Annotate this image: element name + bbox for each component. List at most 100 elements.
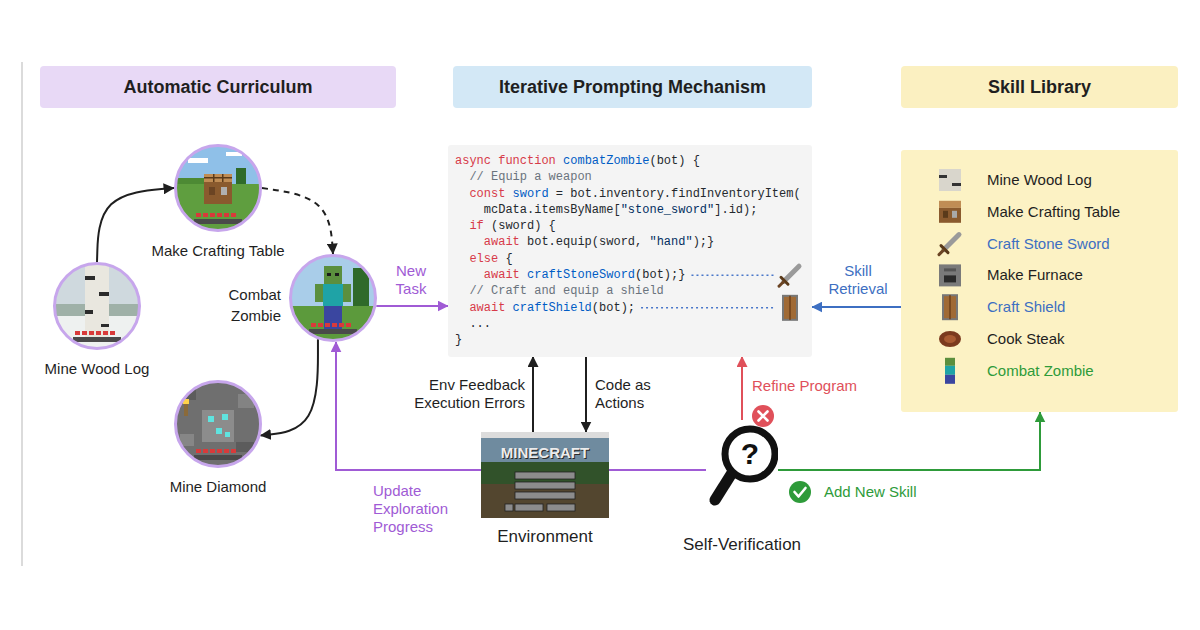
code-line: const sword = bot.inventory.findInventor… xyxy=(455,186,801,202)
torch-stick xyxy=(184,404,188,416)
menu-button xyxy=(515,504,543,511)
diamond-gem xyxy=(222,414,228,420)
zombie-head xyxy=(324,266,342,284)
code-line: // Craft and equip a shield xyxy=(455,283,664,299)
sword-handle xyxy=(939,251,943,255)
sword-blade xyxy=(944,235,959,250)
code-token: // Equip a weapon xyxy=(469,170,591,184)
code-line: ... xyxy=(455,316,491,332)
section-header: Automatic Curriculum xyxy=(40,66,396,108)
skill-name: Craft Stone Sword xyxy=(987,235,1110,253)
skill-name: Make Furnace xyxy=(987,266,1083,284)
component-label: Self-Verification xyxy=(662,535,822,555)
heart xyxy=(110,331,115,335)
question-mark: ? xyxy=(735,437,765,471)
code-token: async function xyxy=(455,154,556,168)
code-token: (bot) { xyxy=(649,154,699,168)
zombie-eye xyxy=(327,273,331,276)
task-circle: Mine Wood Log xyxy=(53,262,141,350)
flow-arrow xyxy=(812,306,901,308)
skill-icon xyxy=(939,264,961,286)
cloud xyxy=(188,158,208,163)
table-tool xyxy=(221,187,227,195)
heart xyxy=(231,449,236,453)
magnifier-glass xyxy=(725,429,775,479)
heart xyxy=(103,331,108,335)
skill-icon xyxy=(945,358,955,384)
stone xyxy=(174,380,262,468)
diamond-gem xyxy=(225,432,230,437)
hotbar xyxy=(73,337,121,342)
shield-icon xyxy=(949,295,951,319)
heart xyxy=(203,213,208,217)
heart xyxy=(311,323,316,327)
edge-label: Refine Program xyxy=(752,377,882,395)
birch-log xyxy=(85,262,109,342)
hotbar xyxy=(309,329,357,334)
code-token: craftStoneSword xyxy=(527,268,635,282)
section-title: Iterative Prompting Mechanism xyxy=(499,77,766,98)
skill-icon xyxy=(939,331,961,347)
code-box: async function combatZombie(bot) {// Equ… xyxy=(448,145,812,357)
code-token xyxy=(520,268,527,282)
flow-arrow xyxy=(376,305,448,307)
heart xyxy=(346,323,351,327)
logo-text: MINECRAFT xyxy=(481,444,609,462)
zombie-arm xyxy=(343,284,351,302)
edge-label: Env Feedback Execution Errors xyxy=(397,376,525,412)
table-icon xyxy=(943,211,948,218)
table-grid xyxy=(213,174,215,182)
code-token: "hand" xyxy=(649,235,692,249)
zombie-icon xyxy=(945,358,955,366)
code-token: else xyxy=(469,252,498,266)
code-line: else { xyxy=(455,251,513,267)
table-top xyxy=(204,174,232,182)
flow-arrow xyxy=(741,357,743,420)
section-title: Automatic Curriculum xyxy=(123,77,312,98)
edge-label: Update Exploration Progress xyxy=(373,482,463,536)
reject-circle xyxy=(752,405,774,427)
code-item-icon xyxy=(783,296,797,320)
skill-name: Make Crafting Table xyxy=(987,203,1120,221)
birch-mark xyxy=(101,324,109,327)
heart xyxy=(89,331,94,335)
flow-arrow xyxy=(532,357,534,432)
accept-circle xyxy=(789,481,811,503)
menu-button xyxy=(505,504,513,511)
code-line: await craftShield(bot); xyxy=(455,300,635,316)
skill-name: Mine Wood Log xyxy=(987,171,1092,189)
heart xyxy=(196,213,201,217)
heart xyxy=(217,449,222,453)
screen-shade xyxy=(481,432,609,518)
code-token: = bot.inventory.findInventoryItem( xyxy=(549,187,801,201)
edge-label: Code as Actions xyxy=(595,376,665,412)
code-item-icon xyxy=(779,266,799,286)
flow-arrow xyxy=(778,412,1040,470)
zombie-eye xyxy=(335,273,339,276)
table-grid xyxy=(204,177,232,179)
code-token: await xyxy=(484,268,520,282)
menu-button xyxy=(547,504,575,511)
task-circle: Mine Diamond xyxy=(174,380,262,468)
skill-name: Combat Zombie xyxy=(987,362,1094,380)
code-token: const xyxy=(469,187,505,201)
code-token: "stone_sword" xyxy=(621,203,715,217)
heart xyxy=(318,323,323,327)
code-token: } xyxy=(455,333,462,347)
section-title: Skill Library xyxy=(988,77,1091,98)
zombie-arm xyxy=(315,284,323,302)
heart xyxy=(75,331,80,335)
code-token: await xyxy=(484,235,520,249)
birch-mark xyxy=(99,292,109,296)
code-token: (bot); xyxy=(592,301,635,315)
code-token: sword xyxy=(513,187,549,201)
task-circle: Make Crafting Table xyxy=(174,144,262,232)
code-token xyxy=(505,187,512,201)
grass xyxy=(289,306,377,342)
code-line: await craftStoneSword(bot);} xyxy=(455,267,685,283)
code-token: ... xyxy=(469,317,491,331)
dotted-leader xyxy=(641,307,774,309)
flow-arrow xyxy=(585,357,587,432)
code-token: // Craft and equip a shield xyxy=(469,284,663,298)
